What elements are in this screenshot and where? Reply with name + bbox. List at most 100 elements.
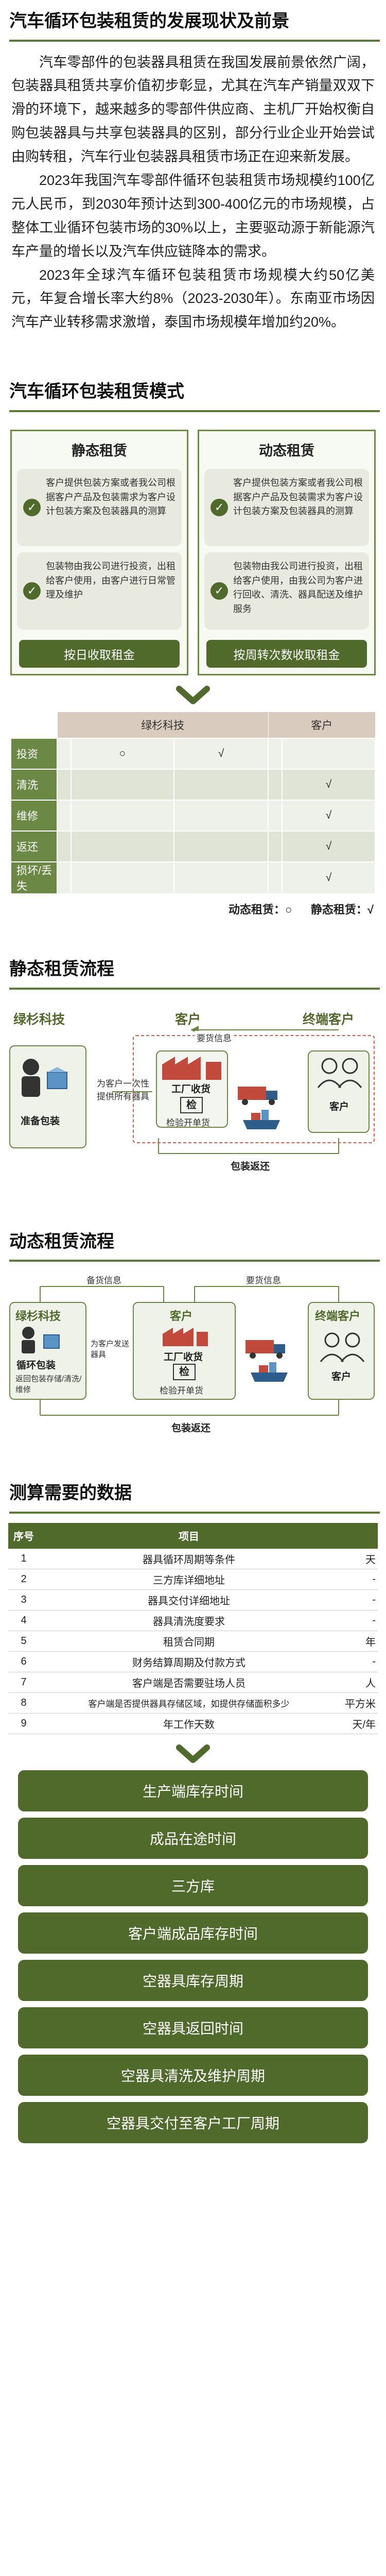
daily-rent-button[interactable]: 按日收取租金 — [19, 639, 180, 668]
row-item: 客户端是否需要驻场人员 — [39, 1672, 339, 1693]
row-label: 清洗 — [10, 769, 58, 801]
metric-pill: 空器具清洗及维护周期 — [18, 2055, 368, 2096]
row-label: 投资 — [10, 738, 58, 770]
table-cell — [268, 738, 283, 770]
table-cell — [268, 861, 283, 895]
ship-icon — [251, 1362, 288, 1382]
data-needs-title: 测算需要的数据 — [9, 1483, 132, 1503]
title-divider — [9, 1260, 380, 1262]
table-cell: √ — [282, 769, 376, 801]
flow-col-customer: 客户 — [170, 1310, 193, 1323]
check-icon: ✓ — [23, 498, 41, 516]
table-cell — [173, 800, 269, 832]
row-number: 3 — [8, 1589, 39, 1611]
return-label: 包装返还 — [171, 1423, 211, 1434]
row-unit: 平方米 — [339, 1692, 378, 1714]
table-cell — [173, 861, 269, 895]
table-legend: 动态租赁：○ 静态租赁：√ — [0, 894, 386, 917]
table-header-row: 序号 项目 — [8, 1522, 378, 1549]
title-divider — [9, 1511, 380, 1514]
legend-static: 静态租赁：√ — [310, 903, 374, 917]
people-icon — [317, 1058, 362, 1088]
row-number: 2 — [8, 1569, 39, 1590]
responsibility-table: 绿杉科技 客户 投资 ○ √ 清洗 — [10, 711, 376, 895]
dynamic-flow-title: 动态租赁流程 — [9, 1231, 114, 1251]
inspect-badge: 检 — [173, 1364, 196, 1381]
goods-info-label: 要货信息 — [195, 1030, 234, 1044]
dynamic-lease-title: 动态租赁 — [259, 443, 314, 459]
customer-label: 客户 — [329, 1101, 349, 1112]
service-label: 返回包装存储/清洗/维修 — [15, 1375, 82, 1395]
table-cell — [173, 831, 269, 863]
table-row: 投资 ○ √ — [10, 738, 376, 770]
table-cell — [282, 738, 376, 770]
dynamic-lease-item-text: 包装物由我公司进行投资，出租给客户使用，由我公司为客户进行回收、清洗、器具配送及… — [233, 561, 363, 615]
inspect-label: 检验开单货 — [160, 1386, 203, 1396]
row-unit: - — [339, 1589, 378, 1611]
worker-icon — [22, 1327, 60, 1354]
company-box: 准备包装 — [9, 1045, 86, 1148]
table-header-customer: 客户 — [268, 711, 376, 739]
row-number: 4 — [8, 1610, 39, 1632]
table-cell — [56, 738, 72, 770]
prepare-label: 准备包装 — [21, 1115, 60, 1127]
legend-dynamic: 动态租赁：○ — [228, 903, 292, 917]
turnover-rent-button[interactable]: 按周转次数收取租金 — [206, 639, 367, 668]
table-cell: √ — [282, 800, 376, 832]
factory-icon — [162, 1056, 221, 1080]
table-cell — [71, 861, 174, 895]
table-cell — [71, 800, 174, 832]
company-box: 绿杉科技 循环包装 返回包装存储/清洗/维修 — [9, 1302, 86, 1400]
terminal-box: 客户 — [308, 1050, 370, 1133]
customer-area — [133, 1035, 375, 1143]
dynamic-lease-item: ✓ 包装物由我公司进行投资，出租给客户使用，由我公司为客户进行回收、清洗、器具配… — [204, 552, 369, 630]
static-lease-item-text: 包装物由我公司进行投资，出租给客户使用，由客户进行日常管理及维护 — [46, 561, 176, 600]
modes-title: 汽车循环包装租赁模式 — [9, 382, 184, 402]
static-lease-item: ✓ 客户提供包装方案或者我公司根据客户产品及包装需求为客户设计包装方案及包装器具… — [17, 468, 182, 546]
inspect-badge: 检 — [180, 1096, 203, 1113]
table-cell — [71, 831, 174, 863]
worker-icon — [22, 1058, 67, 1097]
static-lease-title: 静态租赁 — [72, 443, 127, 459]
row-item: 器具清洗度要求 — [39, 1610, 339, 1632]
dynamic-lease-card: 动态租赁 ✓ 客户提供包装方案或者我公司根据客户产品及包装需求为客户设计包装方案… — [198, 429, 376, 675]
row-number: 9 — [8, 1713, 39, 1735]
table-header-company: 绿杉科技 — [57, 711, 269, 739]
table-cell — [56, 800, 72, 832]
flow-col-terminal: 终端客户 — [303, 1012, 355, 1027]
inspect-label: 检验开单货 — [166, 1117, 210, 1128]
row-number: 7 — [8, 1672, 39, 1693]
people-icon — [320, 1332, 365, 1363]
row-unit: - — [339, 1651, 378, 1673]
goods-info-label: 要货信息 — [246, 1276, 281, 1286]
table-cell — [71, 769, 174, 801]
row-label: 维修 — [10, 800, 58, 832]
table-cell: ○ — [71, 738, 174, 770]
table-row: 清洗 √ — [10, 769, 376, 801]
table-header-row: 绿杉科技 客户 — [10, 711, 376, 739]
dynamic-flow-section: 动态租赁流程 备货信息 要货信息 绿杉科技 — [0, 1221, 386, 1442]
dynamic-lease-item-text: 客户提供包装方案或者我公司根据客户产品及包装需求为客户设计包装方案及包装器具的测… — [233, 477, 363, 517]
static-lease-card: 静态租赁 ✓ 客户提供包装方案或者我公司根据客户产品及包装需求为客户设计包装方案… — [10, 429, 188, 675]
row-item: 租赁合同期 — [39, 1631, 339, 1652]
metric-pill: 空器具交付至客户工厂周期 — [18, 2102, 368, 2144]
check-icon: ✓ — [210, 498, 228, 516]
factory-icon — [163, 1328, 208, 1347]
intro-paragraph: 汽车零部件的包装器具租赁在我国发展前景依然广阔，包装器具租赁共享价值初步彰显，尤… — [11, 54, 375, 165]
customer-box: 客户 工厂收货 检 检验开单货 — [133, 1302, 236, 1400]
row-unit: 人 — [339, 1672, 378, 1693]
truck-icon — [245, 1340, 285, 1359]
design-label: 为客户一次性提供所有器具 — [97, 1078, 149, 1101]
intro-title: 汽车循环包装租赁的发展现状及前景 — [9, 11, 289, 31]
flow-col-company: 绿杉科技 — [15, 1310, 61, 1323]
table-header: 项目 — [39, 1522, 339, 1549]
prepare-info-label: 备货信息 — [86, 1276, 121, 1286]
intro-section: 汽车循环包装租赁的发展现状及前景 汽车零部件的包装器具租赁在我国发展前景依然广阔… — [0, 0, 386, 334]
flow-lines — [40, 1286, 339, 1416]
